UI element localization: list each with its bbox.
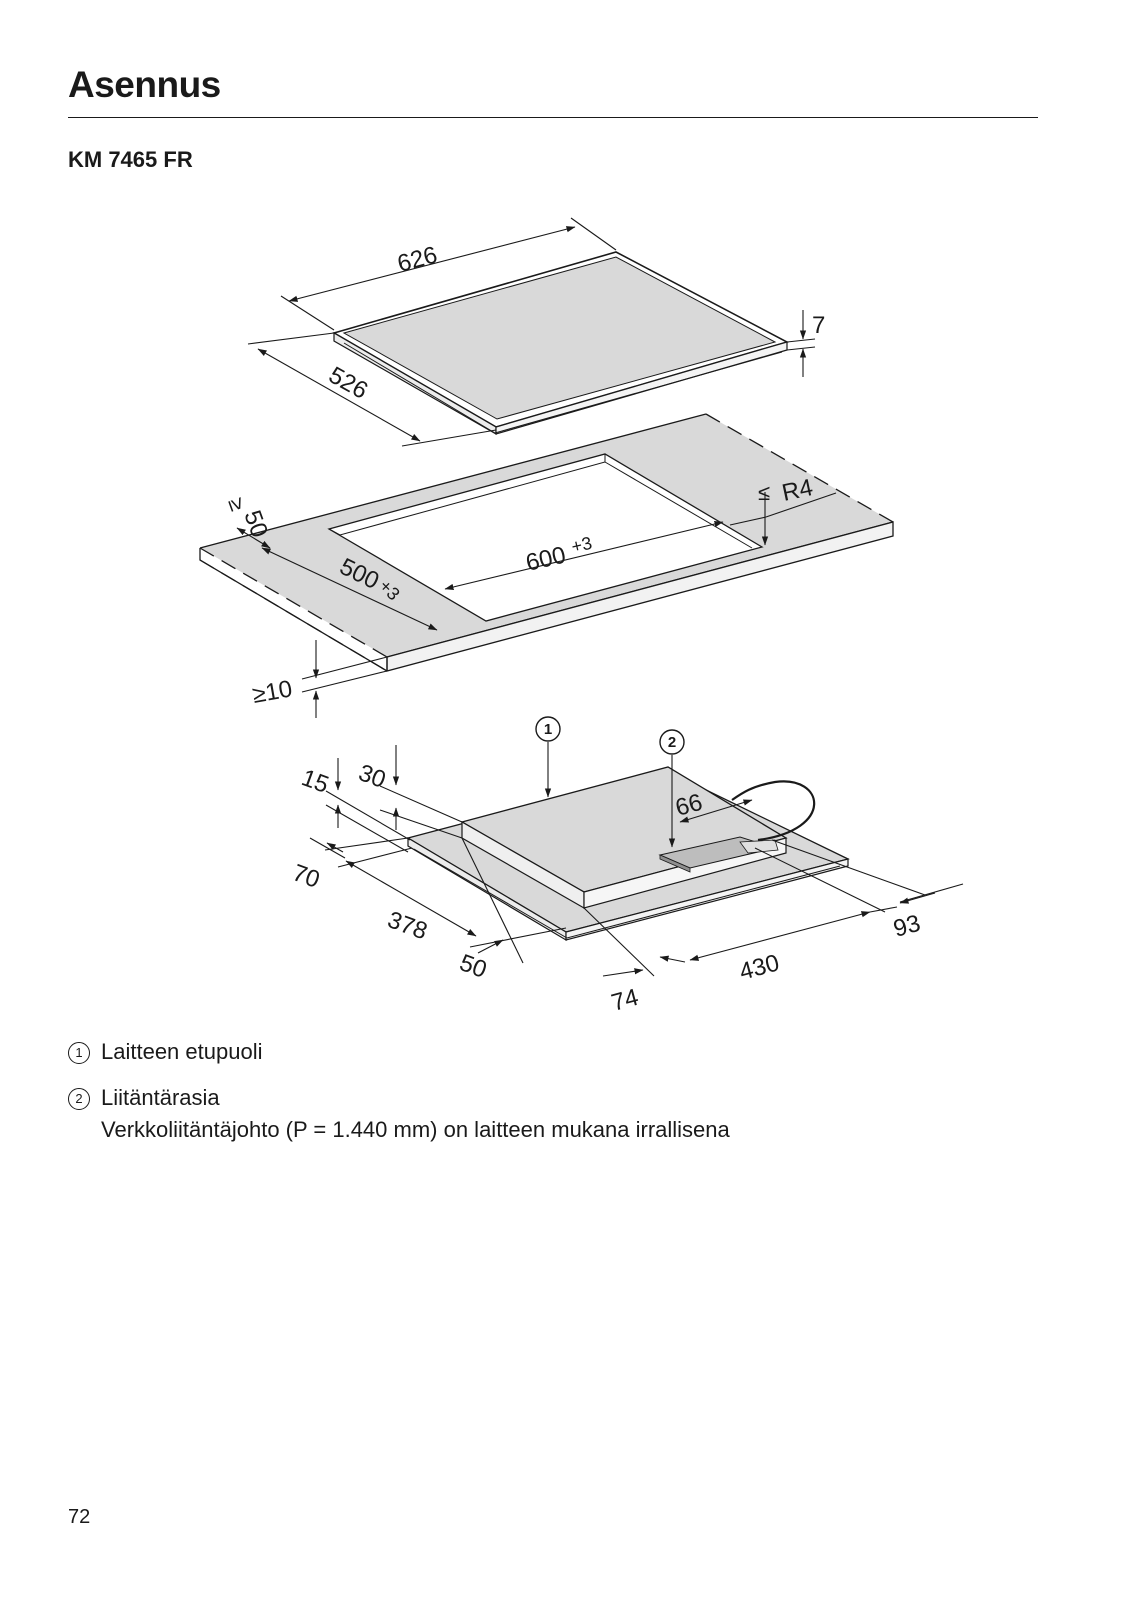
dim-cutout-width-tolerance: +3 <box>569 533 594 557</box>
dim-hob-depth: 526 <box>324 362 372 405</box>
page-title: Asennus <box>68 64 221 105</box>
legend-item: 2 Liitäntärasia Verkkoliitäntäjohto (P =… <box>68 1082 1068 1146</box>
svg-text:2: 2 <box>668 734 676 751</box>
dim-hob-thickness: 7 <box>812 312 825 339</box>
dim-15: 15 <box>298 764 332 799</box>
dim-74: 74 <box>609 984 642 1017</box>
callout-1: 1 <box>535 716 561 742</box>
dim-hob-width: 626 <box>395 241 441 277</box>
underside-illustration <box>406 766 850 942</box>
legend-text: Laitteen etupuoli <box>101 1039 263 1064</box>
svg-text:1: 1 <box>544 721 552 738</box>
dim-378: 378 <box>384 906 431 945</box>
dim-93: 93 <box>891 910 924 943</box>
worktop-illustration <box>199 413 894 672</box>
dim-30: 30 <box>355 759 389 794</box>
dim-corner-radius: R4 <box>780 474 816 507</box>
legend: 1 Laitteen etupuoli 2 Liitäntärasia Verk… <box>68 1036 1068 1146</box>
worktop-dimensions <box>236 492 837 718</box>
underside-dimensions <box>309 742 964 977</box>
installation-drawing: 626 526 7 ≥ 50 500 +3 600 +3 ≤ R4 ≥10 <box>199 217 964 1017</box>
legend-item: 1 Laitteen etupuoli <box>68 1036 1068 1068</box>
legend-number-circle: 1 <box>68 1042 90 1064</box>
dim-worktop-thickness: ≥10 <box>250 675 294 709</box>
dim-70: 70 <box>289 859 323 894</box>
legend-text: Liitäntärasia <box>101 1085 220 1110</box>
dim-50: 50 <box>456 949 490 984</box>
page-number: 72 <box>68 1506 91 1528</box>
hob-dimensions <box>247 217 816 447</box>
hob-illustration <box>331 251 790 436</box>
dim-front-distance-symbol: ≥ <box>223 494 251 514</box>
legend-subtext: Verkkoliitäntäjohto (P = 1.440 mm) on la… <box>101 1117 730 1142</box>
dim-corner-radius-symbol: ≤ <box>758 480 770 505</box>
callout-2: 2 <box>659 729 685 755</box>
legend-number-circle: 2 <box>68 1088 90 1110</box>
model-heading: KM 7465 FR <box>68 147 193 172</box>
header-divider <box>68 117 1038 118</box>
dim-430: 430 <box>737 949 783 985</box>
